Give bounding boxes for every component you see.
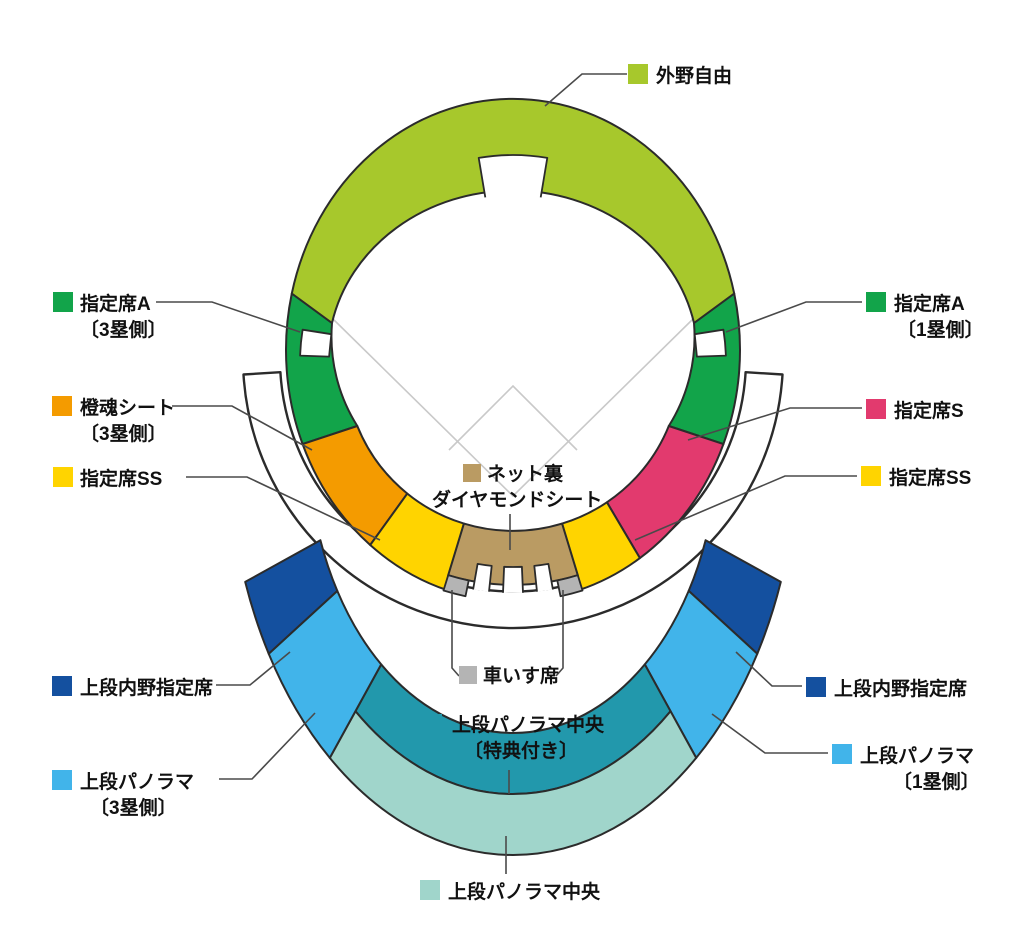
legend-label-upper-panorama-center-premium-side: 〔特典付き〕 [464, 739, 578, 762]
section-upper-infield-3b [244, 539, 339, 655]
leader-reserved-s [687, 407, 862, 441]
section-wheelchair-left [442, 574, 470, 598]
legend-label-net-back-line2: ダイヤモンドシート [432, 488, 602, 511]
gate-notch-3b [299, 328, 333, 358]
legend-swatch-upper-infield-1b [806, 677, 826, 697]
legend-swatch-upper-panorama-1b [832, 744, 852, 764]
gate-notch-1b [693, 328, 727, 358]
legend-label-upper-panorama-1b-side: 〔1塁側〕 [893, 770, 980, 793]
leader-orange-seat-3b [172, 405, 313, 451]
legend-label-reserved-a-1b-side: 〔1塁側〕 [897, 318, 984, 341]
leader-reserved-a-3b [156, 301, 301, 333]
legend-swatch-reserved-ss-3b [53, 467, 73, 487]
legend-label-reserved-a-1b: 指定席A [894, 292, 965, 315]
leader-upper-panorama-3b [219, 712, 316, 780]
leader-reserved-ss-3b [186, 476, 381, 541]
leader-wheelchair-bracket-right [555, 590, 564, 677]
legend-swatch-reserved-a-3b [53, 292, 73, 312]
legend-label-net-back-line1: ネット裏 [487, 462, 564, 485]
legend-label-reserved-ss-3b: 指定席SS [80, 467, 162, 490]
legend-swatch-net-back-diamond [463, 464, 481, 482]
leader-upper-infield-3b [216, 651, 291, 686]
legend-label-upper-panorama-3b-side: 〔3塁側〕 [90, 796, 177, 819]
legend-label-outfield: 外野自由 [656, 64, 732, 87]
section-outfield [290, 97, 736, 324]
leader-reserved-a-1b [725, 301, 862, 333]
legend-swatch-reserved-s [866, 399, 886, 419]
legend-swatch-upper-infield-3b [52, 676, 72, 696]
foul-lines [331, 317, 695, 498]
legend-swatch-upper-panorama-3b [52, 770, 72, 790]
scoreboard-notch [477, 154, 549, 198]
legend-swatch-upper-panorama-center-premium [423, 714, 442, 733]
legend-label-reserved-a-3b-side: 〔3塁側〕 [80, 318, 167, 341]
legend-label-orange-seat-3b: 橙魂シート [80, 396, 175, 419]
legend-swatch-reserved-ss-1b [861, 466, 881, 486]
net-back-notch-3 [472, 563, 493, 592]
legend-label-upper-infield-1b: 上段内野指定席 [834, 677, 967, 700]
legend-label-upper-panorama-1b: 上段パノラマ [860, 744, 974, 767]
leader-upper-infield-1b [735, 651, 802, 687]
leader-upper-panorama-1b [711, 713, 828, 754]
legend-swatch-orange-seat-3b [52, 396, 72, 416]
net-back-notch-1 [533, 563, 554, 592]
leader-wheelchair-bracket-left [451, 590, 460, 677]
legend-swatch-outfield [628, 64, 648, 84]
infield-diamond-line [448, 384, 578, 451]
legend-label-wheelchair: 車いす席 [483, 664, 559, 687]
legend-label-reserved-a-3b: 指定席A [80, 292, 151, 315]
legend-label-upper-infield-3b: 上段内野指定席 [80, 676, 213, 699]
legend-label-upper-panorama-center: 上段パノラマ中央 [448, 880, 601, 903]
leader-outfield [544, 73, 627, 107]
legend-label-orange-seat-3b-side: 〔3塁側〕 [80, 422, 167, 445]
legend-label-upper-panorama-center-premium: 上段パノラマ中央 [452, 713, 605, 736]
legend-swatch-wheelchair [459, 666, 477, 684]
legend-label-upper-panorama-3b: 上段パノラマ [80, 770, 194, 793]
net-back-notch-2 [502, 565, 524, 593]
legend-swatch-upper-panorama-center [420, 880, 440, 900]
legend-swatch-reserved-a-1b [866, 292, 886, 312]
legend-label-reserved-ss-1b: 指定席SS [889, 466, 971, 489]
leader-reserved-ss-1b [634, 475, 857, 541]
legend-label-reserved-s: 指定席S [894, 399, 964, 422]
